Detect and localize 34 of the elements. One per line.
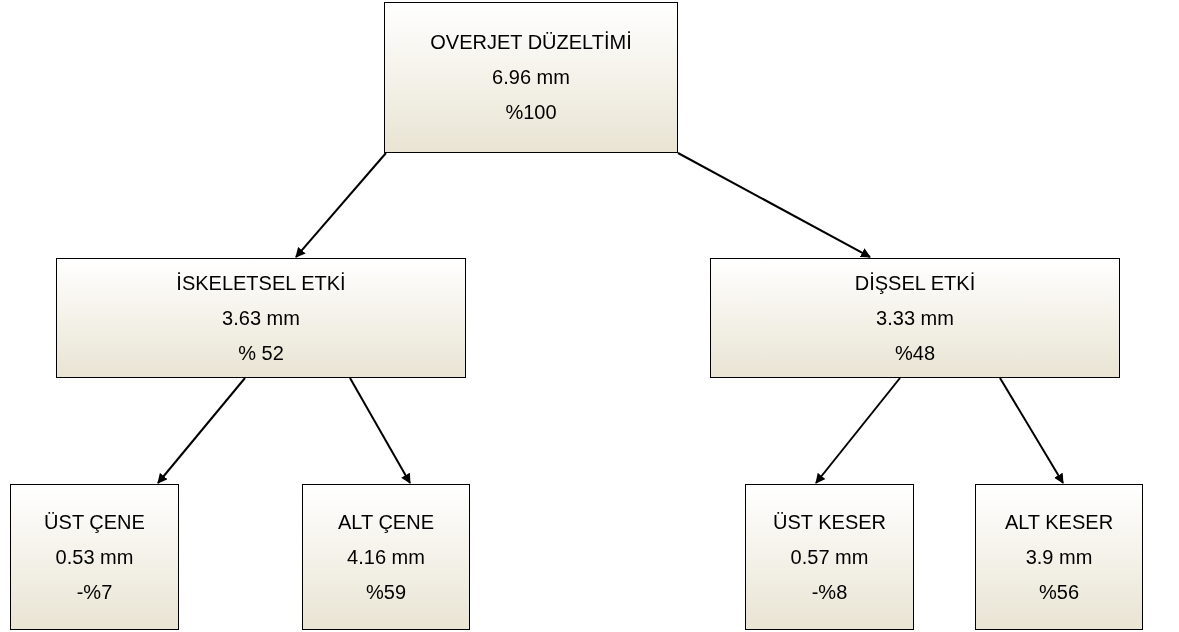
node-text: -%8: [811, 579, 848, 605]
node-text: 3.9 mm: [1025, 544, 1093, 570]
process-box: [975, 484, 1143, 630]
node-text: ALT ÇENE: [338, 509, 434, 535]
node-text: %100: [505, 100, 557, 125]
process-box: [710, 258, 1120, 378]
arrow: [349, 377, 411, 484]
arrow: [999, 377, 1064, 484]
process-box: [56, 258, 466, 378]
node-text: 4.16 mm: [347, 544, 425, 570]
arrow: [157, 377, 246, 484]
node-text: ÜST KESER: [773, 509, 886, 535]
node-text: % 52: [238, 340, 284, 366]
node-text: OVERJET DÜZELTİMİ: [430, 30, 632, 55]
node-text: -%7: [76, 579, 113, 605]
node-text: %48: [895, 340, 935, 366]
node-text: DİŞSEL ETKİ: [854, 270, 976, 296]
arrow: [815, 377, 901, 484]
process-box: [10, 484, 179, 630]
node-text: 0.53 mm: [55, 544, 134, 570]
arrow: [295, 152, 387, 258]
node-text: İSKELETSEL ETKİ: [176, 270, 346, 296]
node-text: %56: [1039, 579, 1079, 605]
process-box: [302, 484, 470, 630]
arrow: [677, 152, 871, 258]
process-box: [384, 2, 678, 153]
node-text: ÜST ÇENE: [44, 509, 145, 535]
node-text: 0.57 mm: [790, 544, 869, 570]
node-text: 3.63 mm: [222, 305, 300, 331]
node-text: %59: [366, 579, 406, 605]
process-box: [745, 484, 914, 630]
node-text: ALT KESER: [1004, 509, 1114, 535]
node-text: 6.96 mm: [492, 65, 570, 90]
node-text: 3.33 mm: [876, 305, 954, 331]
